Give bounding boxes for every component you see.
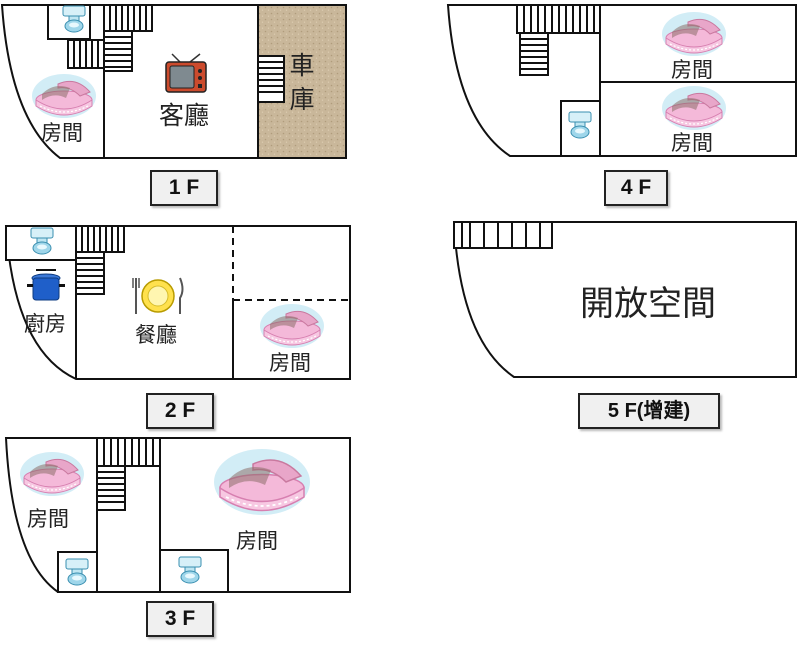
stairs <box>75 225 125 295</box>
floor-label-1f: 1 F <box>150 170 218 206</box>
bed-icon <box>31 73 97 119</box>
bed-icon <box>213 448 311 516</box>
floor-4-plan: 房間 房間 <box>446 4 797 157</box>
floor-1-plan: 房間 客廳 車 庫 <box>0 4 347 159</box>
room-label-open-space: 開放空間 <box>580 284 716 324</box>
bed-icon <box>661 85 727 131</box>
floor-label-5f: 5 F(增建) <box>578 393 720 429</box>
room-label-bedroom: 房間 <box>41 121 83 145</box>
room-label-bedroom-left: 房間 <box>27 507 69 531</box>
stairs <box>453 221 553 249</box>
room-label-dining-room: 餐廳 <box>135 323 177 347</box>
bed-icon <box>661 11 727 57</box>
room-label-bedroom: 房間 <box>269 351 311 375</box>
room-label-garage-1: 車 <box>289 51 314 80</box>
floor-3-plan: 房間 房間 <box>4 437 351 593</box>
floor-2-plan: 廚房 餐廳 房間 <box>4 225 351 380</box>
room-label-bedroom-upper: 房間 <box>671 58 713 82</box>
garage-stairs <box>257 55 285 103</box>
floor-label-2f: 2 F <box>146 393 214 429</box>
floor-5-plan: 開放空間 <box>452 221 797 378</box>
stairs <box>67 4 153 72</box>
room-label-kitchen: 廚房 <box>24 312 66 336</box>
stairs <box>516 4 601 76</box>
bed-icon <box>19 451 85 497</box>
stairs <box>96 437 161 511</box>
room-label-bedroom-lower: 房間 <box>671 131 713 155</box>
floor-5-outline <box>452 221 797 378</box>
bed-icon <box>259 303 325 349</box>
floor-label-4f: 4 F <box>604 170 668 206</box>
floor-label-3f: 3 F <box>146 601 214 637</box>
floor-4-outline <box>446 4 797 157</box>
room-label-living-room: 客廳 <box>159 101 209 130</box>
room-label-bedroom-right: 房間 <box>236 529 278 553</box>
room-label-garage-2: 庫 <box>289 85 314 114</box>
